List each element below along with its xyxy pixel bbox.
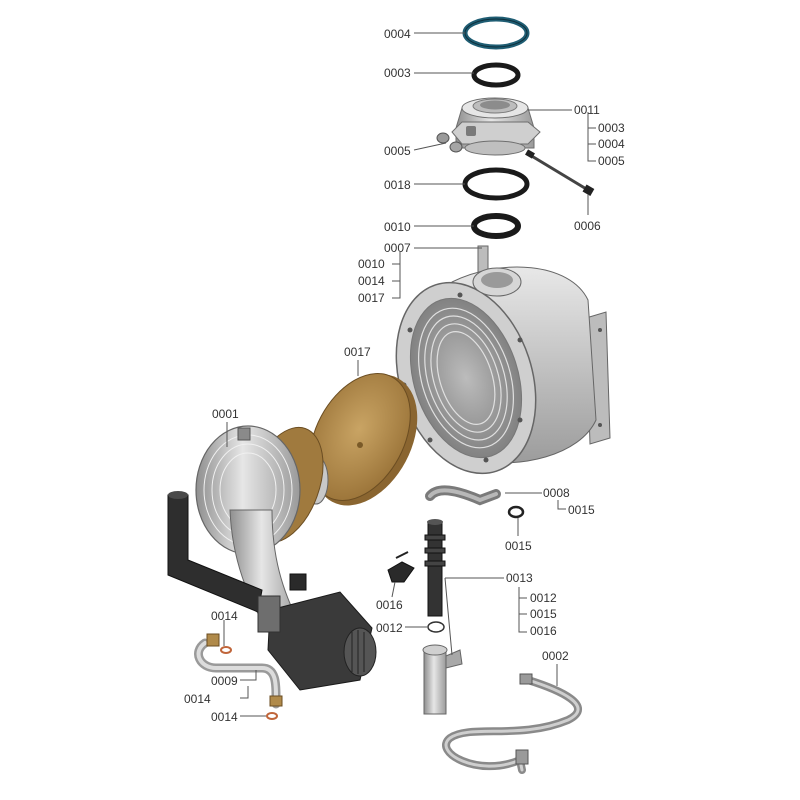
label-0004: 0004 [384, 27, 411, 41]
label-0008-sub-0015: 0015 [568, 503, 595, 517]
label-0011: 0011 [574, 103, 600, 117]
label-0012: 0012 [376, 621, 403, 635]
label-0013-sub-0012: 0012 [530, 591, 557, 605]
label-0011-sub-0004: 0004 [598, 137, 625, 151]
label-0006: 0006 [574, 219, 601, 233]
label-0013: 0013 [506, 571, 533, 585]
flue-adaptor-0011 [451, 97, 541, 156]
label-0007: 0007 [384, 241, 411, 255]
label-0014-mid: 0014 [184, 692, 211, 706]
ring-0003 [471, 62, 521, 88]
ring-0004 [462, 16, 530, 50]
label-0016: 0016 [376, 598, 403, 612]
clip-0015 [507, 505, 525, 519]
label-0005: 0005 [384, 144, 411, 158]
label-0008: 0008 [543, 486, 570, 500]
label-0003: 0003 [384, 66, 411, 80]
label-0002: 0002 [542, 649, 569, 663]
hose-0002 [442, 673, 582, 774]
label-0013-sub-0015: 0015 [530, 607, 557, 621]
siphon-0013 [424, 519, 446, 617]
label-0007-sub-0010: 0010 [358, 257, 385, 271]
leader-lines [223, 32, 596, 717]
elbow-0008 [425, 485, 501, 506]
label-0009: 0009 [211, 674, 238, 688]
label-0014-top: 0014 [211, 609, 238, 623]
siphon-cup [422, 644, 463, 715]
label-0014-bottom: 0014 [211, 710, 238, 724]
label-0018: 0018 [384, 178, 411, 192]
probe-0006 [525, 149, 595, 196]
clip-0016 [387, 551, 415, 583]
part-labels: 0004 0003 0011 0003 0004 0005 0005 0018 … [184, 27, 625, 724]
pipe-0009 [194, 633, 283, 709]
label-0017: 0017 [344, 345, 371, 359]
washer-0014 [220, 646, 278, 720]
label-0013-sub-0016: 0016 [530, 624, 557, 638]
ring-0018 [462, 167, 530, 201]
heat-exchanger-0007 [395, 245, 611, 475]
label-0011-sub-0003: 0003 [598, 121, 625, 135]
label-0011-sub-0005: 0005 [598, 154, 625, 168]
fan-assembly-0001 [167, 425, 377, 691]
label-0001: 0001 [212, 407, 239, 421]
label-0010: 0010 [384, 220, 411, 234]
burner-plate-0017 [309, 373, 418, 506]
label-0007-sub-0014: 0014 [358, 274, 385, 288]
cap-0005 [436, 132, 463, 153]
ring-0010 [471, 213, 521, 239]
label-0007-sub-0017: 0017 [358, 291, 385, 305]
label-0015: 0015 [505, 539, 532, 553]
o-ring-0012 [427, 621, 445, 633]
